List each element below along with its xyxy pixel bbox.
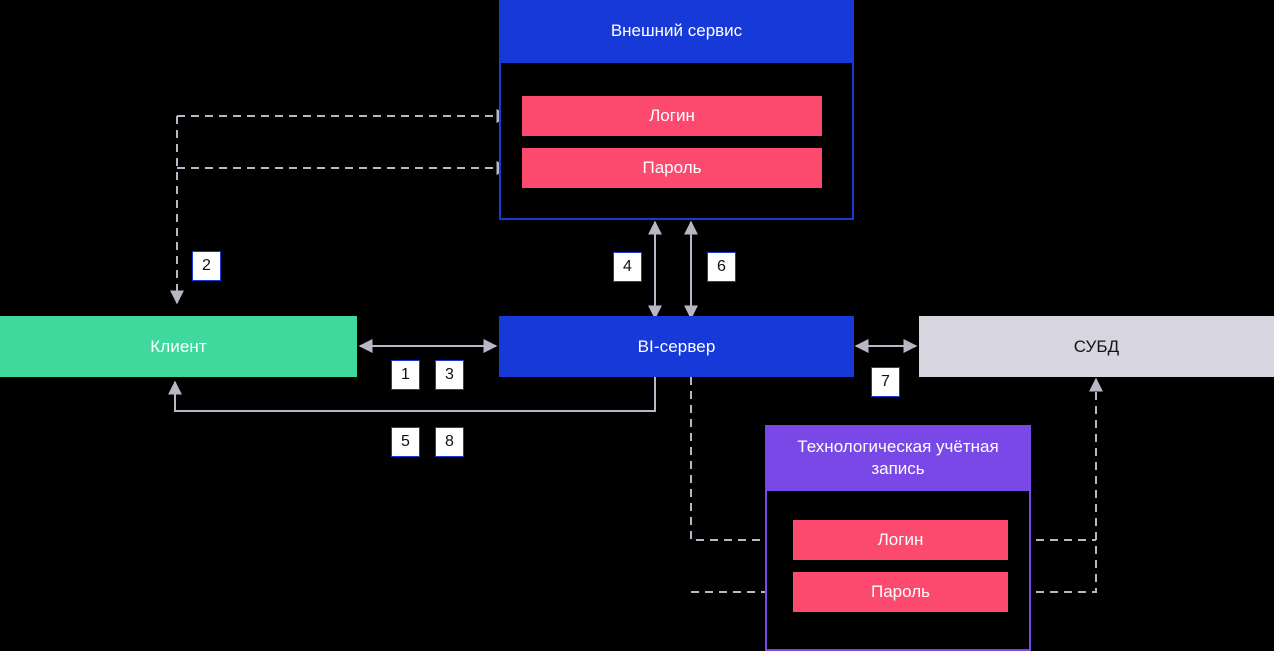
- external-service-login-label: Логин: [649, 106, 695, 125]
- step-badge-1-label: 1: [401, 366, 410, 383]
- step-badge-4-label: 4: [623, 258, 632, 275]
- tech-account-body: [765, 491, 1031, 651]
- node-client[interactable]: Клиент: [0, 316, 357, 377]
- tech-account-login-label: Логин: [877, 530, 924, 549]
- tech-account-password-field[interactable]: Пароль: [793, 572, 1008, 612]
- external-service-body: [499, 63, 854, 220]
- step-badge-5: 5: [391, 427, 420, 457]
- dbms-label: СУБД: [1073, 336, 1120, 356]
- tech-account-login-field[interactable]: Логин: [793, 520, 1008, 560]
- step-badge-1: 1: [391, 360, 420, 390]
- step-badge-6-label: 6: [717, 258, 726, 275]
- node-bi-server[interactable]: BI-сервер: [499, 316, 854, 377]
- tech-account-password-label: Пароль: [871, 582, 930, 601]
- step-badge-3: 3: [435, 360, 464, 390]
- bi-server-label: BI-сервер: [637, 336, 716, 356]
- step-badge-8: 8: [435, 427, 464, 457]
- external-service-header: Внешний сервис: [499, 0, 854, 63]
- step-badge-7-label: 7: [881, 373, 890, 390]
- step-badge-8-label: 8: [445, 433, 454, 450]
- step-badge-6: 6: [707, 252, 736, 282]
- external-service-password-field[interactable]: Пароль: [522, 148, 822, 188]
- step-badge-4: 4: [613, 252, 642, 282]
- step-badge-2: 2: [192, 251, 221, 281]
- step-badge-5-label: 5: [401, 433, 410, 450]
- step-badge-7: 7: [871, 367, 900, 397]
- step-badge-2-label: 2: [202, 257, 211, 274]
- tech-account-title: Технологическая учётная запись: [797, 436, 999, 478]
- client-label: Клиент: [150, 336, 207, 356]
- external-service-title: Внешний сервис: [610, 21, 743, 41]
- node-dbms[interactable]: СУБД: [919, 316, 1274, 377]
- external-service-login-field[interactable]: Логин: [522, 96, 822, 136]
- tech-account-header: Технологическая учётная запись: [765, 425, 1031, 491]
- external-service-password-label: Пароль: [642, 158, 702, 177]
- step-badge-3-label: 3: [445, 366, 454, 383]
